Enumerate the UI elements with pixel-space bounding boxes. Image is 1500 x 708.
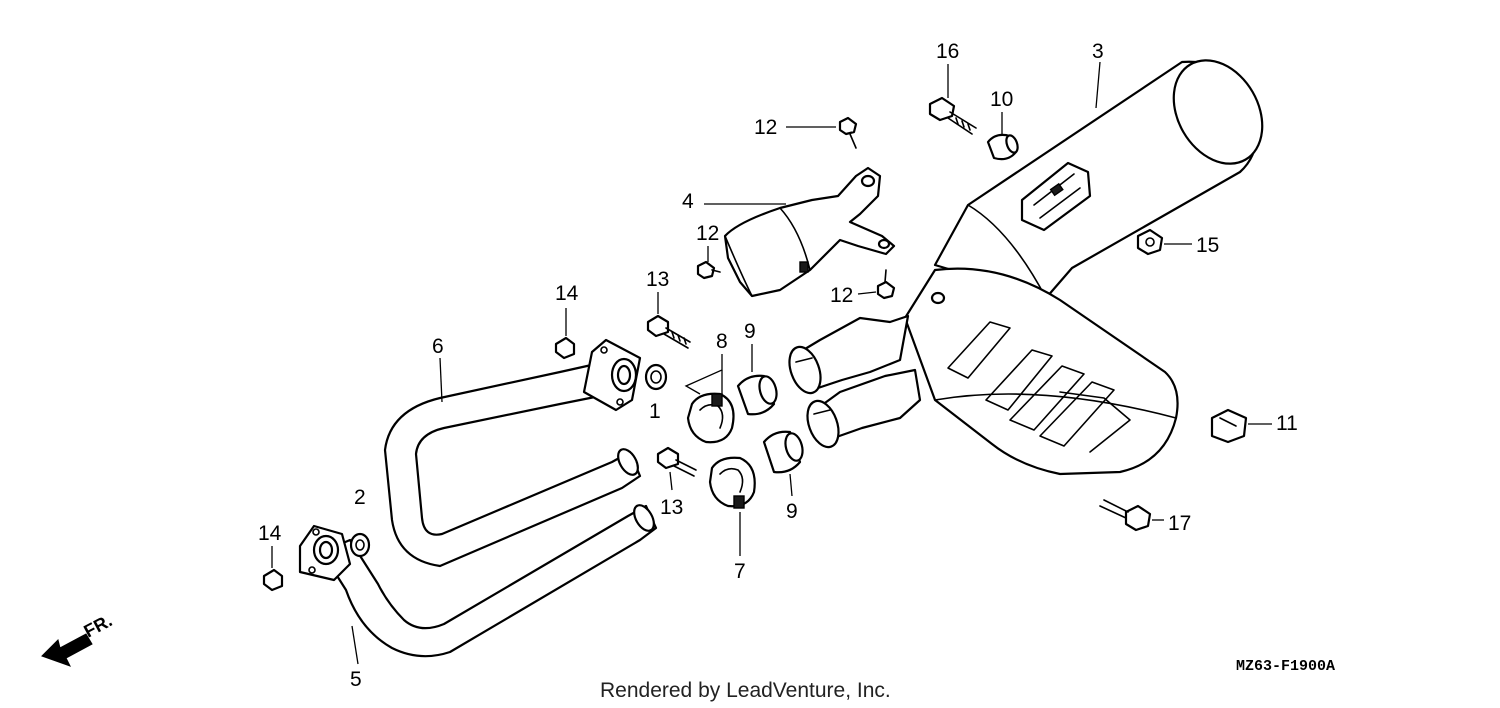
part-11-clip-nut[interactable]	[1210, 408, 1248, 444]
part-12-bolt-left[interactable]	[696, 260, 721, 280]
part-9-joint-lower[interactable]	[762, 430, 805, 474]
callout-14-lower: 14	[258, 522, 282, 545]
callout-9-lower: 9	[786, 500, 798, 523]
callout-10: 10	[990, 88, 1013, 111]
callout-15: 15	[1196, 234, 1219, 257]
callout-11: 11	[1276, 412, 1298, 435]
callout-2: 2	[354, 486, 366, 509]
part-14-nut-upper[interactable]	[554, 336, 576, 360]
callout-12-top: 12	[754, 116, 777, 139]
part-12-bolt-right[interactable]	[876, 269, 896, 300]
callout-4: 4	[682, 190, 694, 213]
callout-8: 8	[716, 330, 728, 353]
callout-12-right: 12	[830, 284, 853, 307]
part-7-clamp[interactable]	[708, 456, 756, 509]
callout-5: 5	[350, 668, 362, 691]
callout-3: 3	[1092, 40, 1104, 63]
part-13-bolt-upper[interactable]	[646, 314, 691, 349]
part-17-bolt[interactable]	[1099, 499, 1152, 532]
callout-17: 17	[1168, 512, 1191, 535]
part-15-nut[interactable]	[1136, 228, 1164, 256]
part-10-collar[interactable]	[986, 133, 1020, 161]
part-1-gasket[interactable]	[644, 363, 668, 391]
part-3-muffler[interactable]	[784, 44, 1281, 476]
front-direction-arrow-icon	[41, 633, 93, 667]
part-13-bolt-lower[interactable]	[656, 446, 697, 477]
callout-12-left: 12	[696, 222, 719, 245]
callout-13-upper: 13	[646, 268, 669, 291]
callout-6: 6	[432, 335, 444, 358]
credit-text: Rendered by LeadVenture, Inc.	[600, 679, 891, 702]
part-8-clamp[interactable]	[686, 392, 735, 444]
part-12-bolt-top[interactable]	[838, 116, 858, 149]
callout-16: 16	[936, 40, 959, 63]
part-5-exhaust-pipe[interactable]	[298, 502, 658, 658]
part-9-joint-upper[interactable]	[736, 374, 779, 416]
callout-13-lower: 13	[660, 496, 683, 519]
part-14-nut-lower[interactable]	[262, 568, 284, 592]
callout-14-upper: 14	[555, 282, 579, 305]
part-16-bolt[interactable]	[928, 96, 977, 135]
callout-7: 7	[734, 560, 746, 583]
callout-1: 1	[649, 400, 661, 423]
part-2-gasket[interactable]	[349, 532, 371, 558]
part-4-heat-guard[interactable]	[723, 166, 896, 298]
part-6-exhaust-pipe[interactable]	[383, 338, 642, 568]
callout-9-upper: 9	[744, 320, 756, 343]
diagram-code: MZ63-F1900A	[1236, 658, 1335, 675]
